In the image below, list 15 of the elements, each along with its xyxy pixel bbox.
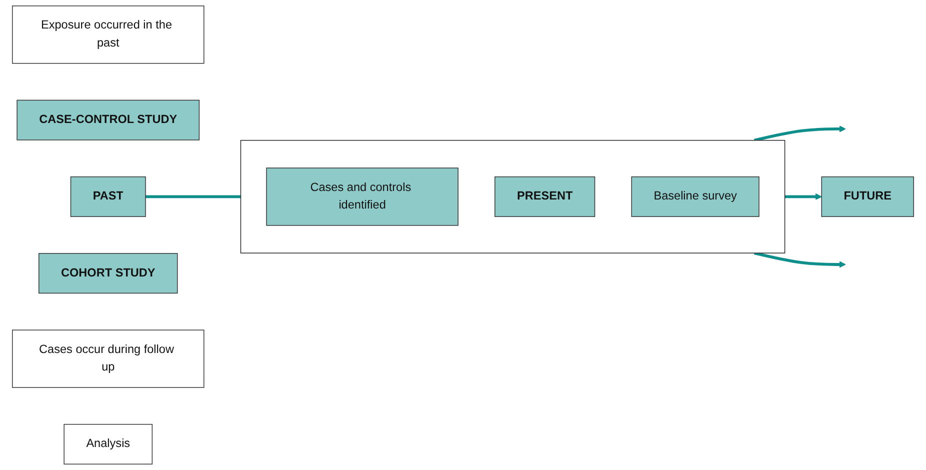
node-box: Analysis [64,424,153,464]
arrow [754,126,846,142]
node-box: Cases occur during follow up [12,330,204,388]
node-box: Exposure occurred in the past [12,6,204,64]
arrow [784,193,822,200]
node-box: PAST [70,176,146,217]
arrow [754,252,846,268]
connector [146,195,241,198]
node-box: COHORT STUDY [38,253,178,294]
node-box: FUTURE [821,176,914,217]
node-box: PRESENT [494,176,596,217]
node-box: CASE-CONTROL STUDY [16,100,200,140]
node-box: Baseline survey [631,176,760,217]
node-box: Cases and controls identified [266,168,458,226]
cluster [240,140,786,254]
